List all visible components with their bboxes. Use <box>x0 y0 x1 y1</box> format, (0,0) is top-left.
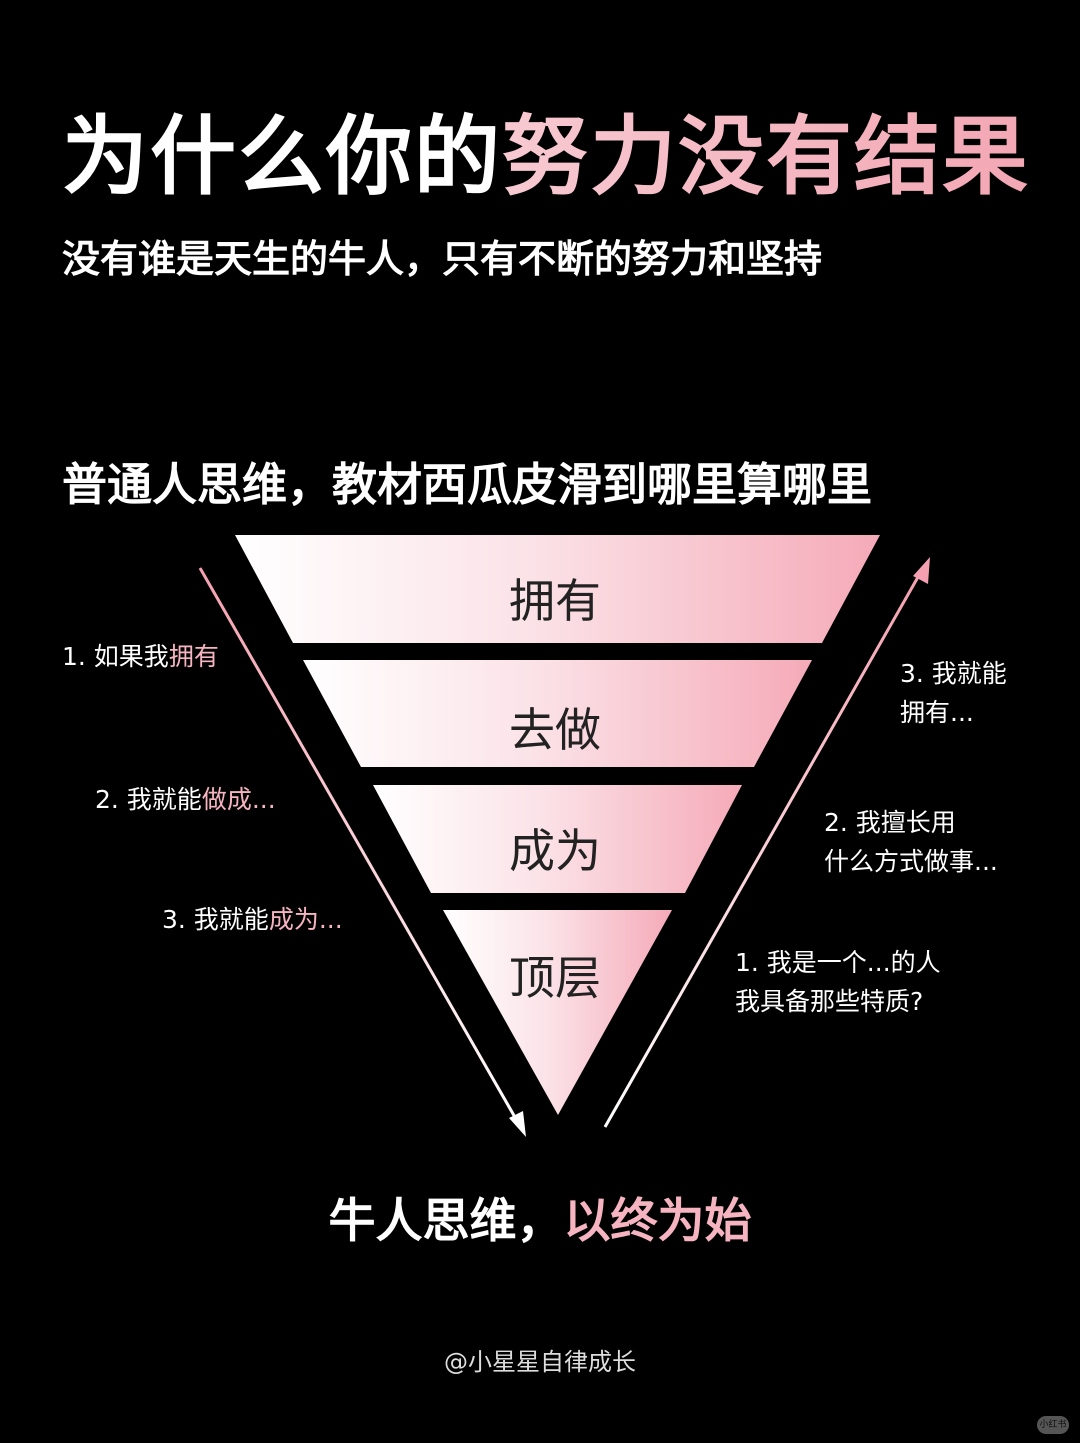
right-note-1: 1. 我是一个...的人 我具备那些特质? <box>735 948 941 1016</box>
page-title: 为什么你的努力没有结果 <box>62 108 1030 207</box>
layer-label-become: 成为 <box>509 824 601 878</box>
pyramid-layer-1 <box>235 535 880 643</box>
bottom-conclusion: 牛人思维，以终为始 <box>328 1194 752 1249</box>
left-note-3: 3. 我就能成为... <box>162 905 343 934</box>
right-note-3: 3. 我就能 拥有... <box>900 659 1007 727</box>
layer-label-own: 拥有 <box>509 574 601 628</box>
title-part-white: 为什么你的 <box>62 107 502 207</box>
pyramid-layer-2 <box>303 660 812 767</box>
left-note-1: 1. 如果我拥有 <box>62 642 219 671</box>
section-heading: 普通人思维，教材西瓜皮滑到哪里算哪里 <box>62 458 873 511</box>
pyramid-layer-4 <box>443 910 672 1115</box>
right-up-arrow-line <box>603 569 924 1128</box>
left-down-arrow-line <box>198 567 522 1127</box>
right-note-2: 2. 我擅长用 什么方式做事... <box>824 808 998 876</box>
left-note-2: 2. 我就能做成... <box>95 785 276 814</box>
pyramid-layer-3 <box>373 785 742 893</box>
xiaohongshu-logo-icon: 小红书 <box>1037 1416 1069 1434</box>
left-down-arrow-head <box>509 1111 526 1137</box>
title-part-highlight: 努力没有结果 <box>502 107 1030 207</box>
layer-label-top: 顶层 <box>509 951 601 1005</box>
right-up-arrow-head <box>913 557 930 584</box>
layer-label-do: 去做 <box>509 703 601 757</box>
page-subtitle: 没有谁是天生的牛人，只有不断的努力和坚持 <box>62 237 823 281</box>
author-watermark: @小星星自律成长 <box>444 1348 636 1376</box>
